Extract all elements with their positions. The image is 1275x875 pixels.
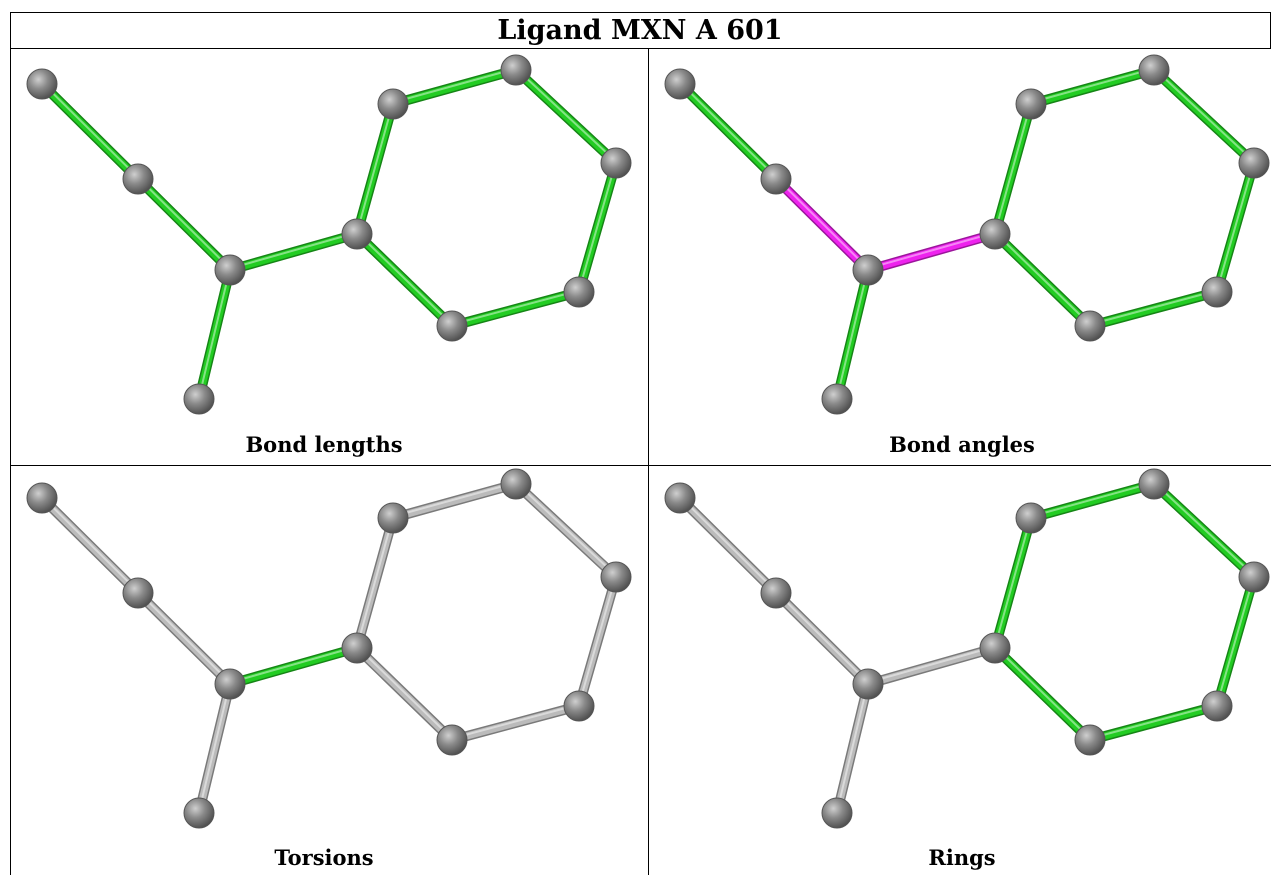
atom-a7 (500, 54, 532, 86)
atom-a6 (377, 88, 409, 120)
atom-a4 (183, 383, 215, 415)
atom-a2 (122, 577, 154, 609)
atom-a8 (600, 147, 632, 179)
bond-a8-a9 (1212, 572, 1259, 711)
atom-a4 (821, 383, 853, 415)
bond-a6-a7 (388, 65, 521, 109)
atom-a5 (979, 632, 1011, 664)
atom-a2 (760, 163, 792, 195)
bond-a9-a10 (1085, 701, 1222, 745)
bond-a9-a10 (447, 701, 584, 745)
atom-a2 (122, 163, 154, 195)
bond-a10-a5 (352, 229, 457, 331)
atom-a5 (341, 632, 373, 664)
atom-a7 (1138, 54, 1170, 86)
atom-a3 (214, 668, 246, 700)
panel-rings: Rings (664, 468, 1270, 870)
bond-a10-a5 (352, 643, 457, 745)
bond-a9-a10 (1085, 287, 1222, 331)
bond-a3-a4 (194, 265, 235, 404)
atom-a6 (1015, 88, 1047, 120)
atom-a8 (1238, 561, 1270, 593)
bond-a3-a5 (225, 643, 362, 689)
bond-a6-a7 (388, 479, 521, 523)
atom-a1 (26, 482, 58, 514)
atom-a6 (1015, 502, 1047, 534)
atom-a9 (563, 276, 595, 308)
bond-a9-a10 (447, 287, 584, 331)
atom-a4 (821, 797, 853, 829)
bond-a6-a7 (1026, 65, 1159, 109)
atom-a3 (852, 254, 884, 286)
atom-a1 (664, 482, 696, 514)
bond-a7-a8 (1149, 479, 1259, 582)
figure-title: Ligand MXN A 601 (497, 15, 782, 46)
panel-torsions: Torsions (26, 468, 632, 870)
bond-a7-a8 (511, 65, 621, 168)
atom-a5 (979, 218, 1011, 250)
panel-caption: Bond lengths (245, 432, 402, 457)
bond-a5-a6 (990, 99, 1036, 239)
atom-a4 (183, 797, 215, 829)
bond-a3-a4 (832, 679, 873, 818)
bond-a2-a3 (771, 588, 873, 689)
bond-a7-a8 (511, 479, 621, 582)
atom-a8 (600, 561, 632, 593)
bond-a2-a3 (133, 588, 235, 689)
atom-a10 (436, 310, 468, 342)
bond-a10-a5 (990, 229, 1095, 331)
atom-a7 (500, 468, 532, 500)
atom-a1 (26, 68, 58, 100)
bond-a1-a2 (675, 79, 781, 184)
bond-a10-a5 (990, 643, 1095, 745)
atom-a1 (664, 68, 696, 100)
atom-a8 (1238, 147, 1270, 179)
atom-a10 (1074, 724, 1106, 756)
panel-caption: Bond angles (889, 432, 1035, 457)
bond-a6-a7 (1026, 479, 1159, 523)
bond-a8-a9 (574, 158, 621, 297)
bond-a7-a8 (1149, 65, 1259, 168)
bond-a3-a5 (863, 643, 1000, 689)
bond-a5-a6 (352, 513, 398, 653)
bond-a2-a3 (771, 174, 873, 275)
panel-caption: Rings (928, 845, 995, 870)
panel-caption: Torsions (274, 845, 373, 870)
atom-a10 (436, 724, 468, 756)
atom-a6 (377, 502, 409, 534)
atom-a10 (1074, 310, 1106, 342)
bond-a3-a5 (225, 229, 362, 275)
atom-a9 (563, 690, 595, 722)
atom-a3 (214, 254, 246, 286)
atom-a7 (1138, 468, 1170, 500)
bond-a5-a6 (990, 513, 1036, 653)
atom-a2 (760, 577, 792, 609)
bond-a1-a2 (37, 493, 143, 598)
atom-a5 (341, 218, 373, 250)
bond-a8-a9 (1212, 158, 1259, 297)
table-grid (10, 12, 1271, 875)
atom-a3 (852, 668, 884, 700)
bond-a2-a3 (133, 174, 235, 275)
bond-a5-a6 (352, 99, 398, 239)
bond-a3-a5 (863, 229, 1000, 275)
bond-a1-a2 (675, 493, 781, 598)
bond-a8-a9 (574, 572, 621, 711)
bond-a3-a4 (194, 679, 235, 818)
atom-a9 (1201, 690, 1233, 722)
bond-a1-a2 (37, 79, 143, 184)
atom-a9 (1201, 276, 1233, 308)
bond-a3-a4 (832, 265, 873, 404)
panel-bond-angles: Bond angles (664, 54, 1270, 457)
panel-bond-lengths: Bond lengths (26, 54, 632, 457)
